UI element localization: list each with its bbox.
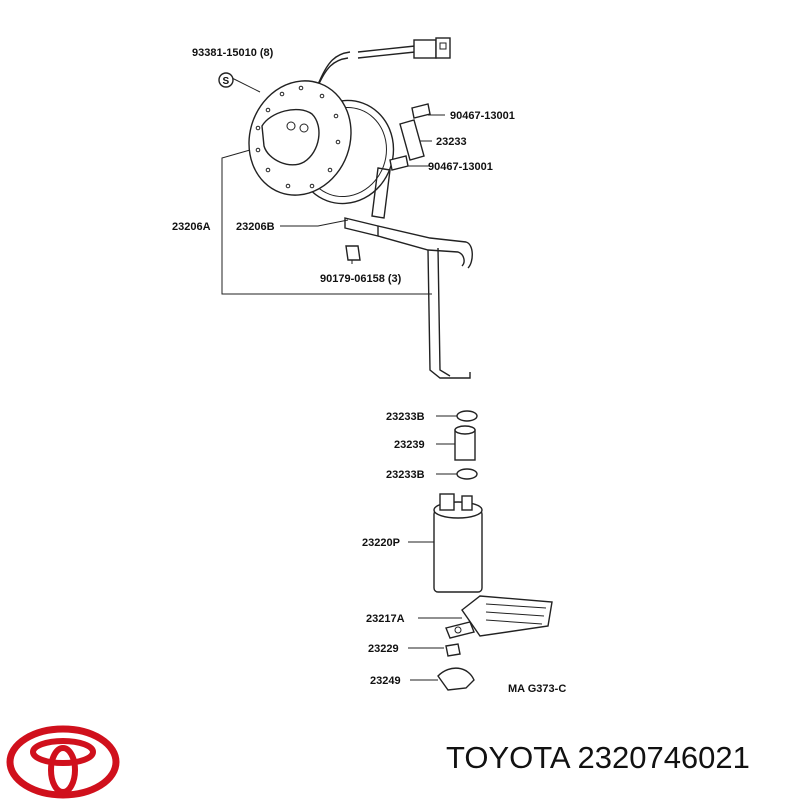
- label-clip-top: 90467-13001: [450, 110, 515, 122]
- leader-lines: [221, 77, 462, 681]
- label-retainer: 23249: [370, 675, 401, 687]
- label-clamp-lower: 23233B: [386, 469, 425, 481]
- label-plate-a: 23206A: [172, 221, 211, 233]
- label-nut: 90179-06158 (3): [320, 273, 402, 285]
- label-filter: 23217A: [366, 613, 405, 625]
- label-screw-symbol: S: [223, 76, 230, 87]
- label-clip-bottom: 90467-13001: [428, 161, 493, 173]
- label-hose-mid: 23239: [394, 439, 425, 451]
- toyota-logo: [6, 725, 120, 799]
- label-screw: 93381-15010 (8): [192, 47, 274, 59]
- fuel-pump: [433, 493, 483, 593]
- label-plate-b: 23206B: [236, 221, 275, 233]
- small-hardware: [218, 72, 478, 480]
- label-clamp-upper: 23233B: [386, 411, 425, 423]
- pump-bracket: [344, 167, 473, 379]
- brand-part-number: TOYOTA 2320746021: [446, 740, 750, 775]
- fuel-filter: [445, 595, 553, 639]
- label-hose-top: 23233: [436, 136, 467, 148]
- label-small-part: 23229: [368, 643, 399, 655]
- sender-plate: [248, 80, 395, 205]
- retainer-parts: [437, 643, 475, 691]
- label-pump: 23220P: [362, 537, 400, 549]
- figure-reference: MA G373-C: [508, 683, 566, 695]
